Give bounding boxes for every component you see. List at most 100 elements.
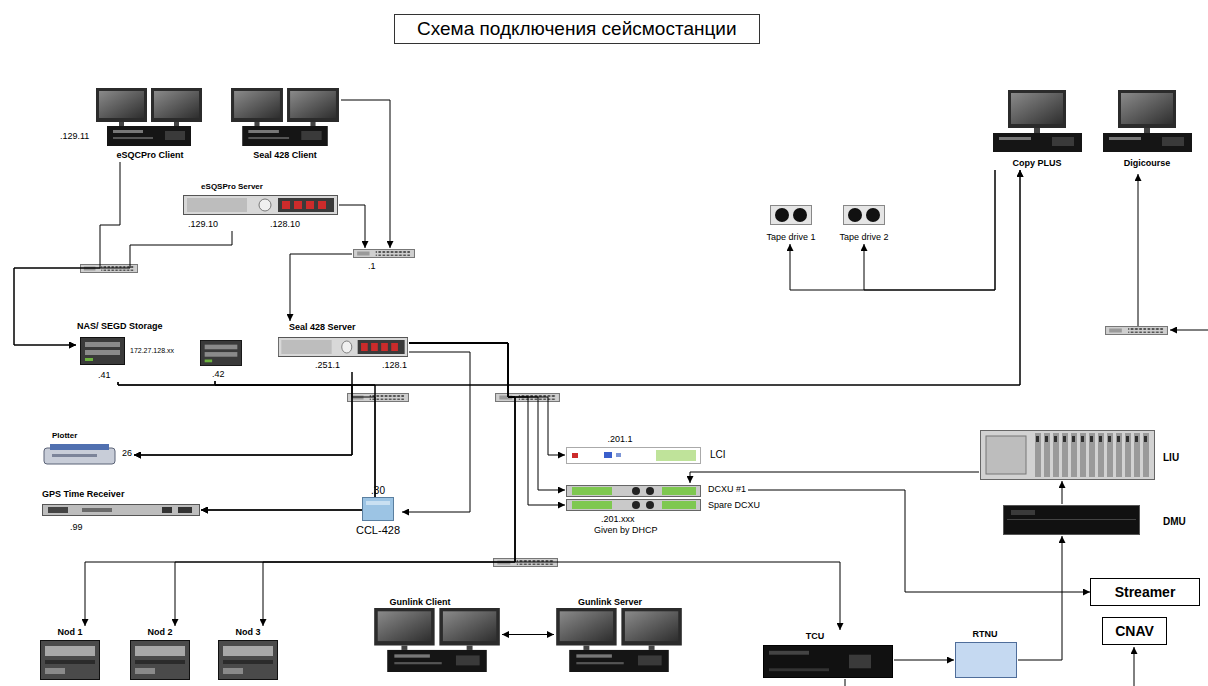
device-node: DCXU #1	[565, 483, 748, 498]
device-node: .42	[199, 339, 243, 381]
device-icon	[993, 90, 1082, 152]
device-icon	[278, 337, 408, 357]
network-link	[1062, 481, 1063, 504]
device-icon	[183, 195, 338, 215]
node-text: .251.1	[315, 360, 340, 370]
network-link	[175, 343, 515, 626]
node-text: CCL-428	[356, 524, 400, 537]
node-text: .30	[371, 485, 385, 497]
device-icon	[990, 90, 1085, 152]
device-icon	[184, 196, 338, 215]
device-node: Plotter26	[41, 430, 134, 467]
feed-line	[1134, 647, 1135, 686]
node-text: Streamer	[1115, 584, 1176, 600]
node-text: .1	[368, 261, 376, 271]
device-icon	[200, 340, 242, 366]
device-node: Digicourse	[1099, 89, 1196, 170]
network-link	[201, 381, 375, 510]
network-link	[1018, 536, 1062, 660]
device-icon	[770, 205, 812, 225]
network-link	[409, 343, 565, 455]
device-icon	[764, 645, 893, 677]
device-node: Spare DCXU	[565, 498, 762, 512]
device-icon	[81, 338, 125, 365]
address-note: .201.xxx	[600, 514, 636, 524]
device-node: Seal 428 Server.251.1.128.1	[277, 321, 409, 372]
network-link	[402, 352, 470, 512]
node-text: Tape drive 2	[839, 232, 888, 242]
network-link	[690, 472, 979, 483]
node-text: Gunlink Client	[389, 597, 450, 607]
device-icon	[374, 608, 500, 672]
device-icon	[95, 88, 203, 146]
device-icon	[130, 640, 190, 680]
node-text: .42	[212, 369, 225, 379]
device-icon	[373, 608, 501, 672]
device-icon	[80, 337, 125, 365]
node-text: Digicourse	[1124, 158, 1171, 168]
device-icon	[981, 431, 1155, 480]
network-link	[502, 634, 554, 635]
device-icon	[566, 485, 701, 497]
device-icon	[955, 642, 1017, 678]
device-icon	[956, 643, 1017, 678]
node-text: TCU	[806, 631, 825, 641]
device-icon	[763, 645, 893, 678]
node-text: Seal 428 Server	[289, 322, 356, 332]
device-node: DMU	[1002, 504, 1187, 536]
device-icon	[843, 205, 885, 225]
device-icon	[1003, 505, 1140, 535]
device-icon	[278, 338, 407, 357]
node-text: RTNU	[973, 629, 998, 639]
device-node: RTNU	[954, 628, 1018, 679]
device-icon	[131, 641, 190, 680]
device-icon	[566, 499, 701, 511]
device-icon	[844, 206, 885, 225]
device-node: Seal 428 Client	[229, 87, 341, 162]
network-link	[14, 162, 120, 345]
device-icon	[40, 640, 100, 680]
node-text: 26	[122, 448, 132, 458]
node-text: GPS Time Receiver	[42, 489, 124, 499]
address-note: Given by DHCP	[593, 525, 659, 535]
node-text: eSQCPro Client	[116, 150, 183, 160]
device-node: .30CCL-428	[354, 484, 402, 538]
device-node: Tape drive 2	[838, 204, 890, 244]
device-icon	[200, 340, 241, 365]
network-switch	[1106, 327, 1168, 335]
node-text: Copy PLUS	[1012, 158, 1061, 168]
device-icon	[771, 206, 812, 225]
device-icon	[556, 608, 682, 672]
node-text: LIU	[1163, 452, 1179, 464]
device-icon	[566, 447, 701, 464]
device-icon	[41, 641, 100, 680]
node-text: .201.1	[607, 434, 632, 444]
device-icon	[353, 249, 415, 258]
device-icon	[42, 504, 200, 516]
network-link	[201, 372, 375, 510]
network-link	[134, 372, 352, 455]
device-node: Copy PLUS	[989, 89, 1086, 170]
network-link	[409, 343, 565, 490]
diagram-title: Схема подключения сейсмостанции	[394, 14, 760, 44]
device-node: Nod 2	[129, 626, 191, 681]
device-icon	[1100, 90, 1195, 152]
device-node: eSQCPro Client.129.11	[59, 87, 204, 162]
node-text: eSQSPro Server	[201, 182, 263, 191]
device-node: Nod 3	[217, 626, 279, 681]
device-node: Gunlink Server	[554, 596, 684, 673]
device-node: GPS Time Receiver.99	[41, 488, 201, 534]
device-node: .201.1LCI	[565, 433, 727, 465]
device-icon	[1004, 506, 1140, 535]
device-icon	[42, 442, 117, 466]
feed-line	[1138, 174, 1139, 326]
device-node: .1	[352, 248, 416, 273]
node-text: .41	[98, 370, 111, 380]
node-text: DCXU #1	[708, 484, 746, 494]
device-icon	[980, 430, 1155, 480]
device-icon	[363, 498, 394, 521]
device-icon	[230, 88, 340, 146]
node-text: Nod 1	[57, 627, 82, 637]
network-link	[290, 254, 352, 321]
network-link	[409, 343, 840, 630]
